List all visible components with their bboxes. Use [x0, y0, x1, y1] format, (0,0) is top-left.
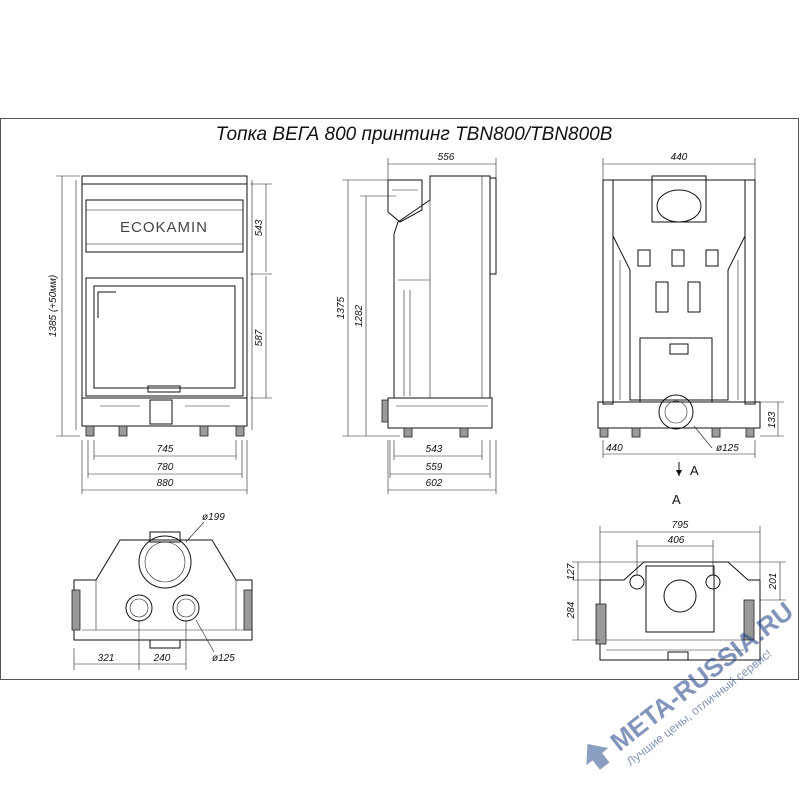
front-dim-height-total: 1385 (+50мм) — [48, 275, 59, 337]
section-marker-a-upper: А — [690, 463, 699, 478]
top-right-dim-width: 795 — [672, 520, 689, 531]
side-flue-collar — [387, 179, 423, 223]
drawing-title: Топка ВЕГА 800 принтинг TBN800/TBN800B — [216, 124, 613, 145]
rear-view: 440 440 ø125 133 А А — [597, 152, 784, 507]
top-view-right: 795 406 127 284 201 — [566, 520, 786, 661]
top-left-body-outline — [73, 539, 253, 641]
front-glass — [93, 285, 236, 389]
rear-dim-top: 440 — [671, 152, 688, 163]
front-door — [85, 277, 244, 397]
rear-dim-height: 133 — [767, 411, 778, 428]
side-dim-height-2: 1282 — [354, 304, 365, 327]
side-dim-top: 556 — [438, 152, 455, 163]
front-dim-upper: 543 — [254, 219, 265, 236]
top-left-flue-circle — [138, 535, 192, 589]
top-right-dim-right: 201 — [768, 573, 779, 591]
front-view: ECOKAMIN 1385 (+50мм) — [48, 175, 272, 494]
top-right-flue-plate — [645, 565, 715, 633]
rear-dim-flue: ø125 — [716, 443, 739, 454]
top-left-dim-flue: ø199 — [202, 512, 225, 523]
rear-dim-bottom: 440 — [606, 443, 623, 454]
section-marker-a-lower: А — [672, 492, 681, 507]
top-right-dim-left-total: 284 — [566, 601, 577, 619]
watermark-text: META-RUSSIA.RU — [604, 596, 799, 757]
watermark: META-RUSSIA.RU Лучшие цены, отличный сер… — [586, 596, 799, 770]
side-dim-base-1: 543 — [426, 444, 443, 455]
side-view: 556 1375 1282 543 559 602 — [336, 152, 497, 494]
rear-outlet-circle — [658, 394, 694, 430]
top-view-left: ø199 321 240 ø125 — [71, 512, 253, 670]
front-dim-width-inner: 745 — [157, 444, 174, 455]
top-left-dim-outlet: ø125 — [212, 653, 235, 664]
front-dim-width-mid: 780 — [157, 462, 174, 473]
drawing-frame — [0, 118, 799, 680]
side-dim-base-3: 602 — [426, 478, 443, 489]
top-left-dim-spacing: 240 — [153, 653, 171, 664]
top-right-dim-left-top: 127 — [566, 563, 577, 580]
front-dim-width-outer: 880 — [157, 478, 174, 489]
top-right-dim-inner: 406 — [668, 535, 685, 546]
ecokamin-brand-label: ECOKAMIN — [120, 219, 208, 236]
front-dim-lower: 587 — [254, 329, 265, 346]
side-dim-height-1: 1375 — [336, 296, 347, 319]
top-left-dim-left: 321 — [98, 653, 115, 664]
side-body-outline — [393, 175, 491, 399]
watermark-logo-icon — [586, 744, 610, 770]
top-right-flue-circle — [663, 579, 697, 613]
front-brand-panel — [85, 199, 244, 253]
rear-body-outline — [612, 179, 746, 401]
side-dim-base-2: 559 — [426, 462, 443, 473]
rear-flue-box — [651, 175, 707, 223]
front-body-outline — [81, 175, 248, 399]
